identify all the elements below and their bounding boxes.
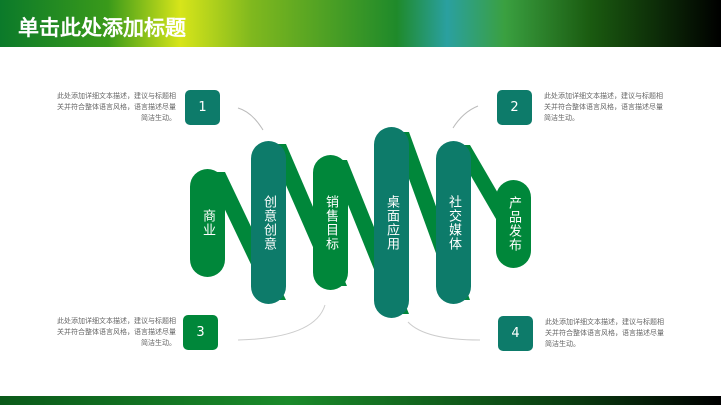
item-2-number[interactable]: 2 [497,90,532,125]
page-title[interactable]: 单击此处添加标题 [18,16,186,40]
item-1-number[interactable]: 1 [185,90,220,125]
item-3-number[interactable]: 3 [183,315,218,350]
pill-desktop[interactable]: 桌面应用 [374,127,409,318]
pill-product[interactable]: 产品发布 [496,180,531,268]
item-4-desc: 此处添加详细文本描述，建议与标题相关并符合整体语言风格，语言描述尽量简洁生动。 [545,318,664,348]
arrow-4 [407,321,481,341]
footer-bar [0,396,721,405]
pill-social[interactable]: 社交媒体 [436,141,471,304]
item-3-desc: 此处添加详细文本描述，建议与标题相关并符合整体语言风格，语言描述尽量简洁生动。 [57,317,176,347]
pill-sales[interactable]: 销售目标 [313,155,348,290]
pill-business[interactable]: 商业 [190,169,225,277]
arrow-3 [237,304,326,341]
item-4-number[interactable]: 4 [498,316,533,351]
arrow-2 [452,105,479,129]
item-2-desc: 此处添加详细文本描述，建议与标题相关并符合整体语言风格，语言描述尽量简洁生动。 [544,92,663,122]
pill-creative[interactable]: 创意创意 [251,141,286,304]
header-banner: 单击此处添加标题 [0,0,721,47]
item-1-desc: 此处添加详细文本描述，建议与标题相关并符合整体语言风格，语言描述尽量简洁生动。 [57,92,176,122]
arrow-1 [237,107,264,131]
